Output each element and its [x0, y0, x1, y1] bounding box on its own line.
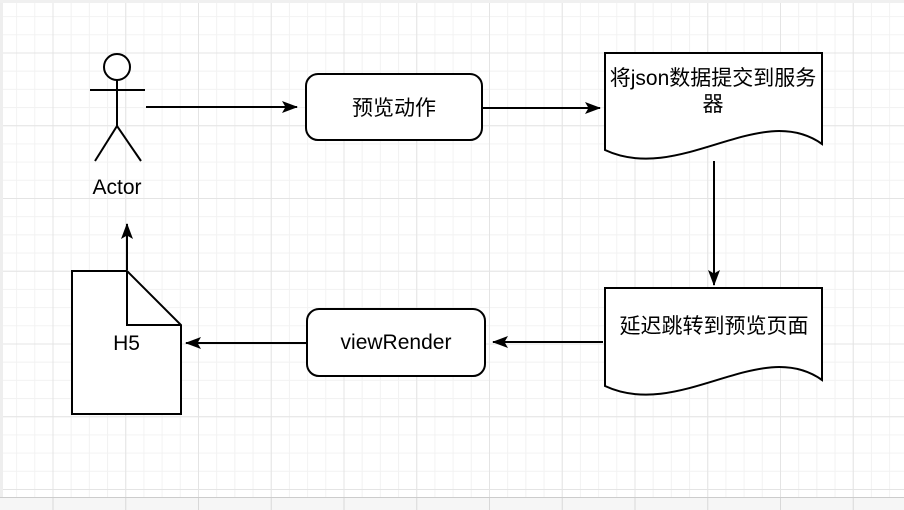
node-view-render[interactable]: viewRender [306, 308, 486, 377]
page-left-margin [0, 0, 3, 497]
note-outline [71, 270, 182, 415]
node-submit-json-label: 将json数据提交到服务器 [609, 67, 817, 116]
actor-left-leg [94, 125, 118, 162]
node-preview-action[interactable]: 预览动作 [305, 73, 483, 141]
document-shape-delay-redirect[interactable] [604, 287, 823, 396]
page-top-margin [0, 0, 904, 3]
note-shape-h5[interactable] [71, 270, 182, 415]
actor-shape[interactable] [90, 53, 145, 162]
page-bottom-boundary [0, 497, 904, 510]
actor-right-leg [116, 125, 142, 162]
node-h5-label: H5 [113, 332, 140, 355]
document-shape-submit-json[interactable] [604, 52, 823, 160]
node-preview-action-label: 预览动作 [352, 97, 436, 120]
actor-head [103, 53, 131, 81]
node-delay-redirect-label: 延迟跳转到预览页面 [619, 315, 809, 338]
actor-label: Actor [92, 176, 142, 199]
node-view-render-label: viewRender [340, 330, 452, 354]
note-fold [126, 271, 181, 326]
